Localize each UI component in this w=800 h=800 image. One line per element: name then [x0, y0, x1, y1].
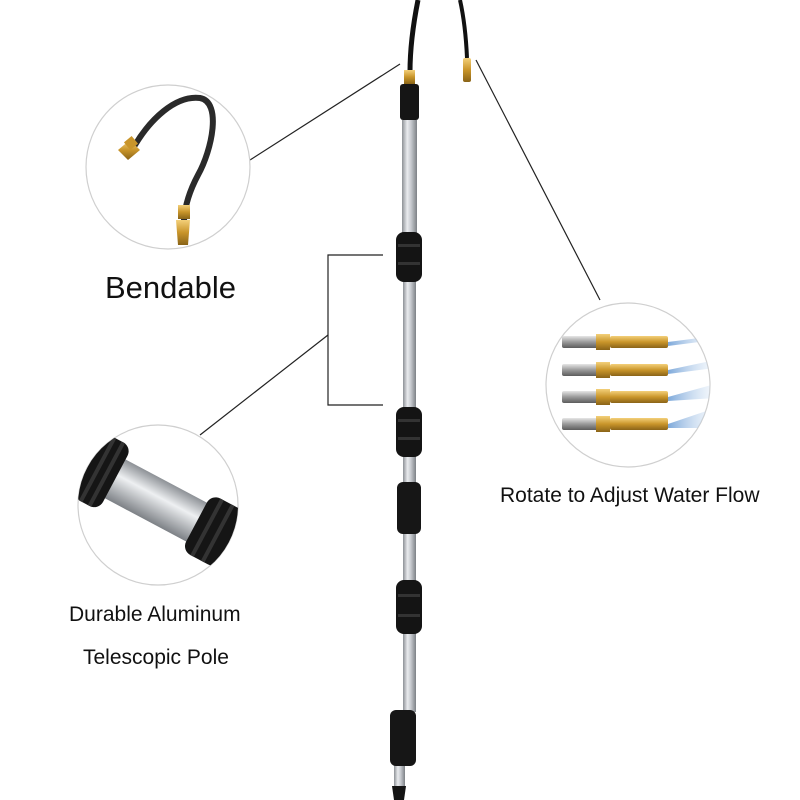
nozzle-row-1 [562, 334, 710, 350]
aluminum-label-line1: Durable Aluminum [69, 603, 241, 626]
detail-circle-aluminum [77, 424, 239, 586]
callout-lines [199, 59, 601, 436]
nozzle-row-2 [562, 360, 710, 378]
foam-grip-2 [390, 710, 416, 766]
top-handle [400, 84, 419, 120]
lock-collar-3 [396, 580, 422, 634]
aluminum-label-line2: Telescopic Pole [83, 646, 229, 669]
bendable-label: Bendable [105, 270, 237, 305]
detail-circle-hose [85, 84, 251, 250]
rotate-label: Rotate to Adjust Water Flow [500, 484, 760, 507]
lock-collar-2 [396, 407, 422, 457]
nozzle-row-3 [562, 384, 710, 405]
telescopic-pole [390, 0, 471, 800]
hose-tail [458, 0, 469, 59]
hose [407, 0, 421, 73]
detail-circle-nozzles [545, 302, 711, 468]
lock-collar-1 [396, 232, 422, 282]
foam-grip-1 [397, 482, 421, 534]
nozzle-tip [463, 58, 471, 82]
end-cap [392, 786, 406, 800]
